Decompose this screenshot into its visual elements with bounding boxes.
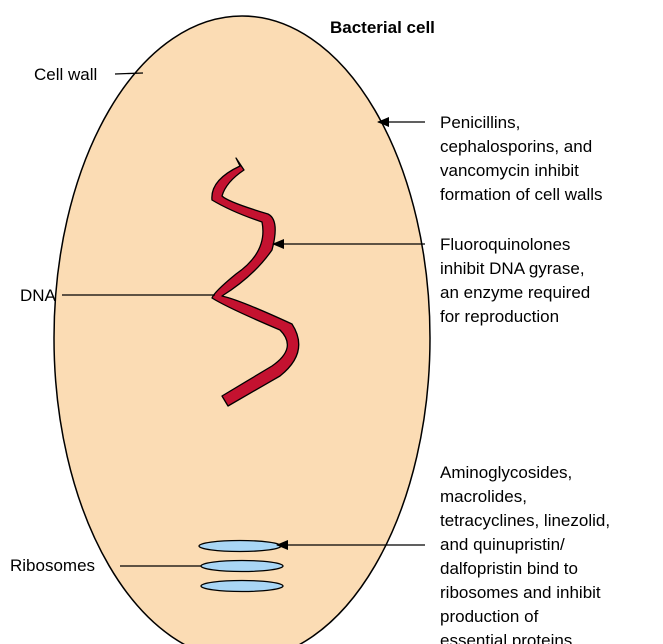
annotation-line: for reproduction <box>440 307 559 326</box>
ribosomes-label: Ribosomes <box>10 556 95 575</box>
annotation-line: and quinupristin/ <box>440 535 565 554</box>
annotation-line: vancomycin inhibit <box>440 161 579 180</box>
ribosome <box>199 541 281 552</box>
annotation-line: macrolides, <box>440 487 527 506</box>
diagram-title: Bacterial cell <box>330 18 435 37</box>
annotation-line: an enzyme required <box>440 283 590 302</box>
annotation-line: production of <box>440 607 539 626</box>
aminoglycosides-annotation: Aminoglycosides, macrolides, tetracyclin… <box>440 463 615 644</box>
annotation-line: cephalosporins, and <box>440 137 592 156</box>
annotation-line: inhibit DNA gyrase, <box>440 259 585 278</box>
annotation-line: Aminoglycosides, <box>440 463 572 482</box>
ribosome <box>201 561 283 572</box>
annotation-line: Penicillins, <box>440 113 520 132</box>
fluoroquinolones-annotation: Fluoroquinolones inhibit DNA gyrase, an … <box>440 235 595 326</box>
annotation-line: ribosomes and inhibit <box>440 583 601 602</box>
dna-label: DNA <box>20 286 57 305</box>
penicillins-annotation: Penicillins, cephalosporins, and vancomy… <box>440 113 603 204</box>
annotation-line: essential proteins <box>440 631 572 644</box>
annotation-line: dalfopristin bind to <box>440 559 578 578</box>
ribosome <box>201 581 283 592</box>
annotation-line: formation of cell walls <box>440 185 603 204</box>
annotation-line: Fluoroquinolones <box>440 235 570 254</box>
cell-wall-label: Cell wall <box>34 65 97 84</box>
annotation-line: tetracyclines, linezolid, <box>440 511 610 530</box>
